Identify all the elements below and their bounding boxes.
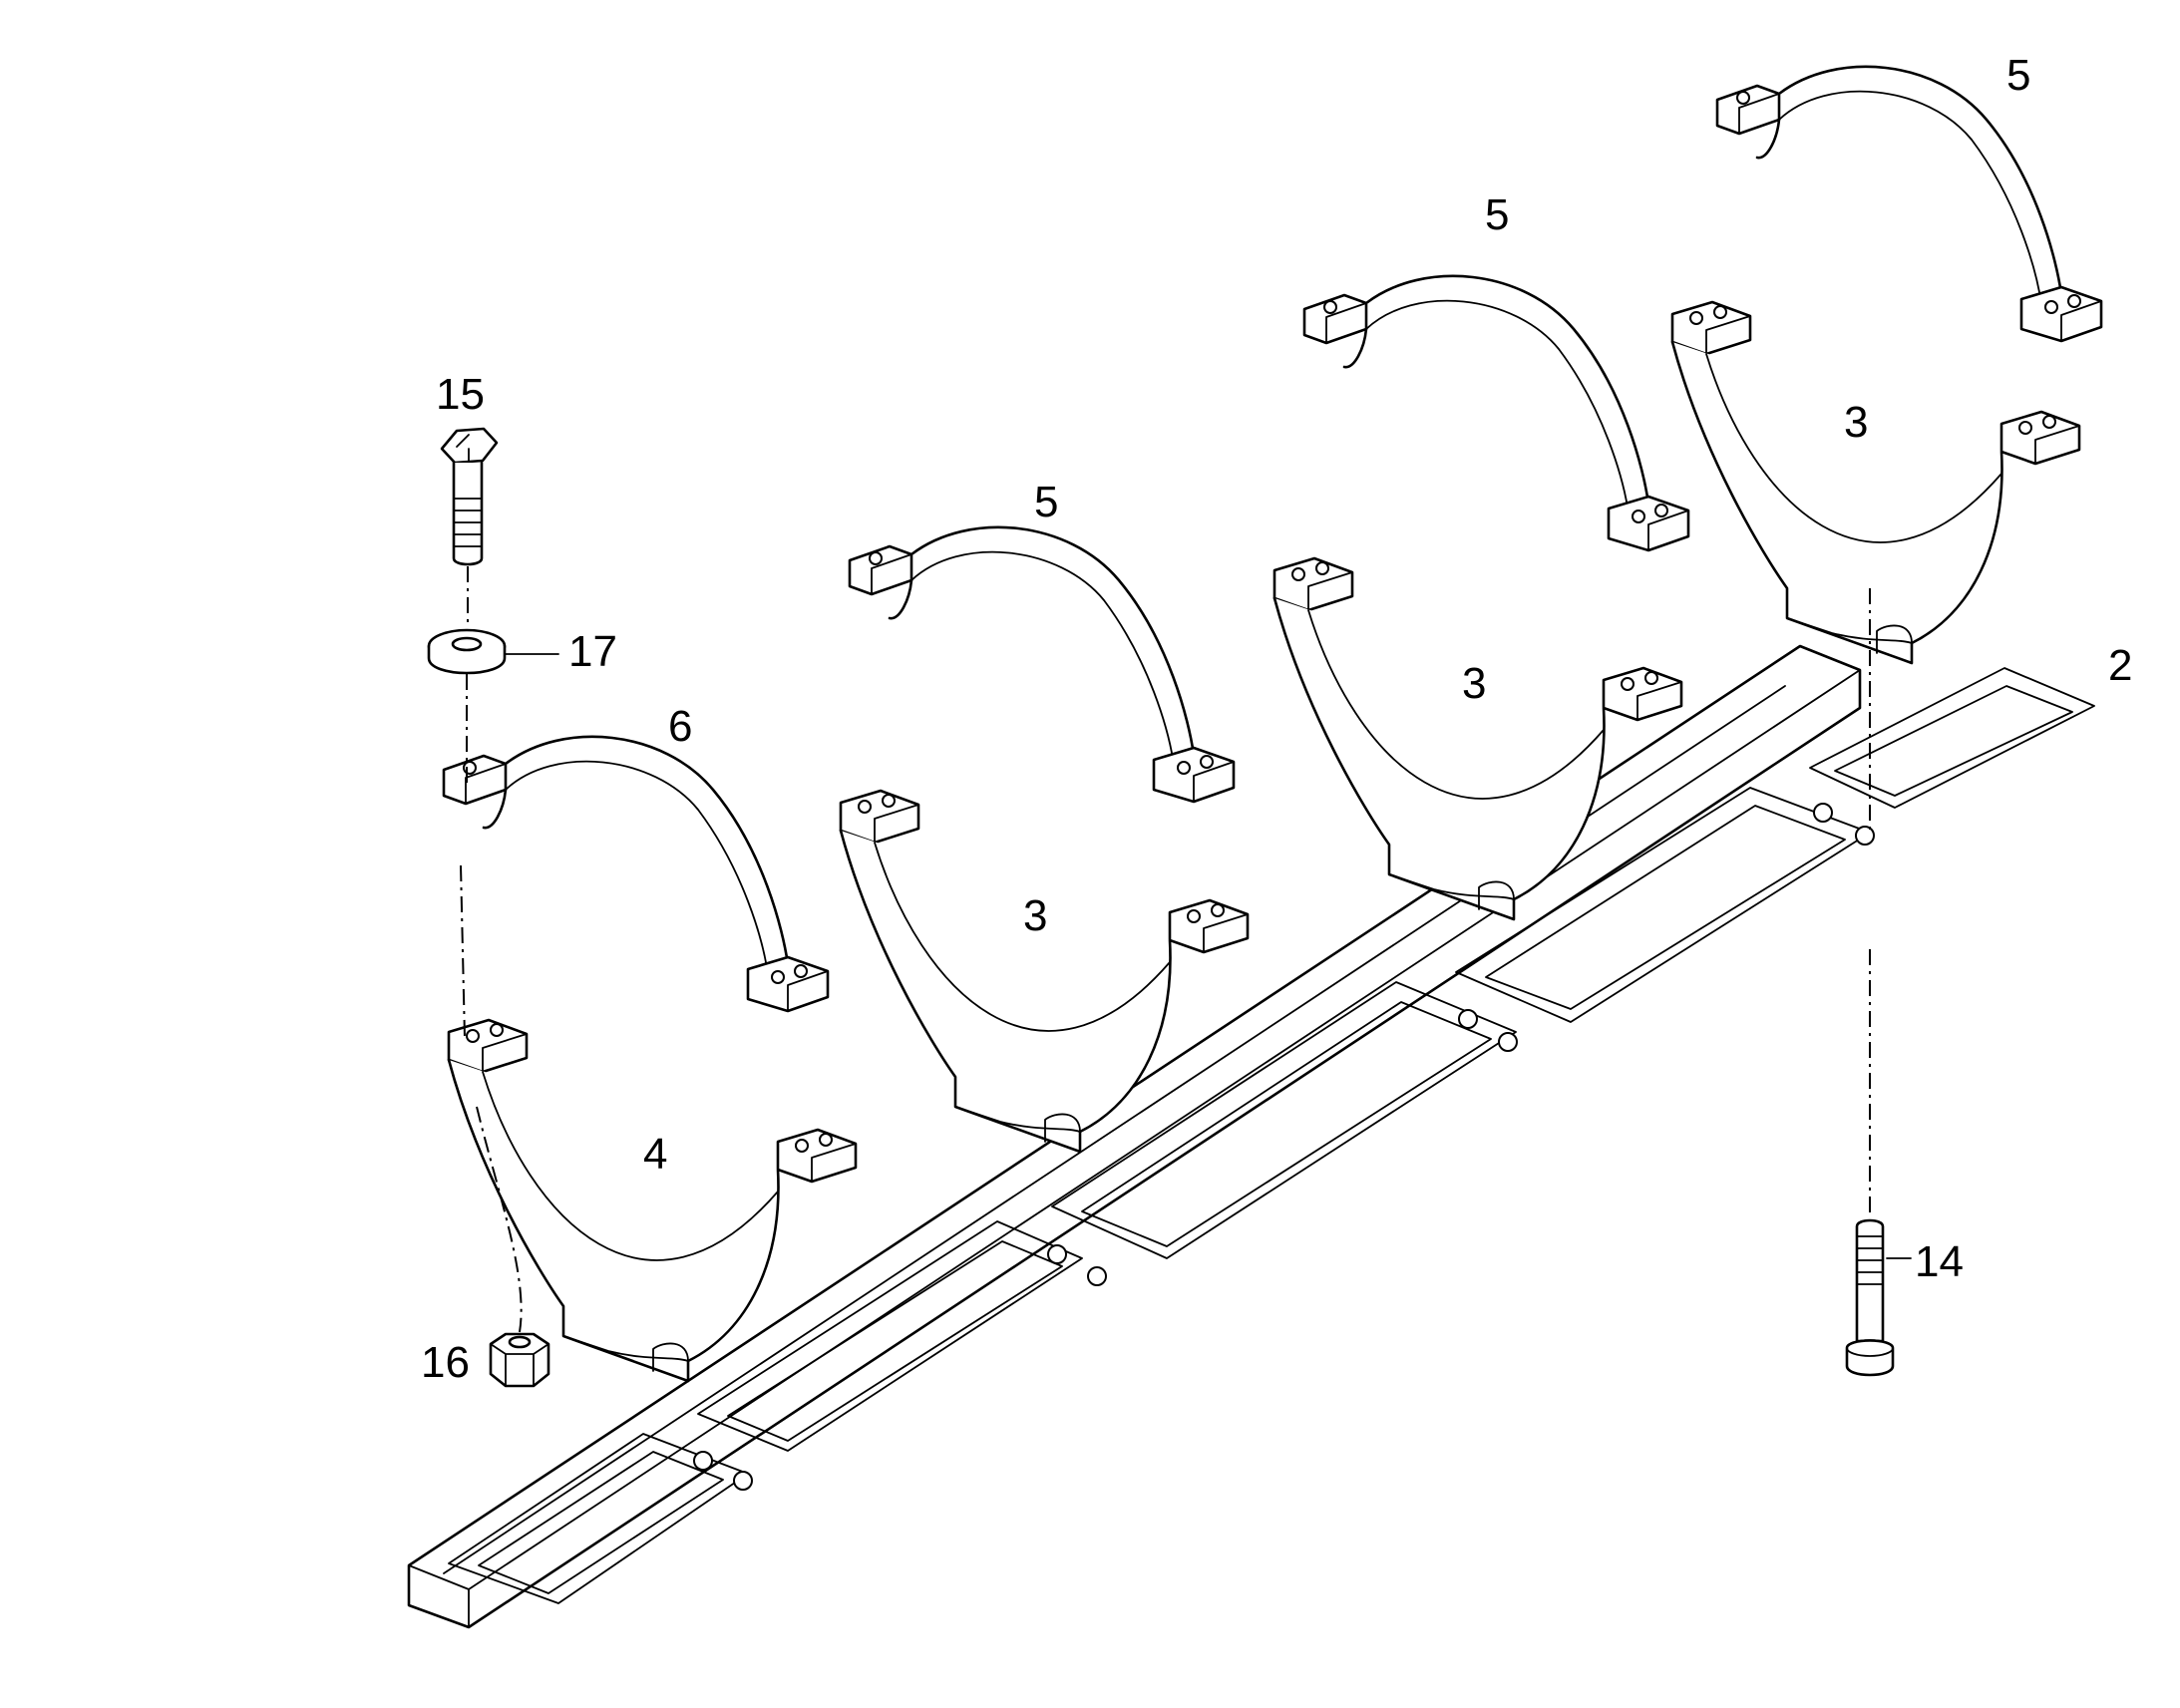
base-window bbox=[1809, 667, 2095, 809]
leader-lines bbox=[504, 653, 1912, 1259]
callout-5a: 5 bbox=[1034, 478, 1058, 526]
callout-6: 6 bbox=[668, 702, 692, 751]
upper-clamp-5 bbox=[848, 525, 1236, 804]
callout-17: 17 bbox=[568, 627, 617, 676]
washer bbox=[427, 628, 507, 675]
upper-clamp-6 bbox=[442, 735, 830, 1013]
hex-nut bbox=[489, 1332, 550, 1388]
callout-5b: 5 bbox=[1485, 190, 1509, 239]
lower-clamp-3 bbox=[1670, 300, 2081, 665]
clamp-pair-1 bbox=[442, 735, 858, 1383]
callout-5c: 5 bbox=[2006, 51, 2030, 100]
callout-16: 16 bbox=[421, 1338, 470, 1387]
assembly-centerlines bbox=[460, 566, 1871, 1333]
callout-2: 2 bbox=[2108, 641, 2132, 690]
callout-14: 14 bbox=[1915, 1237, 1964, 1286]
socket-head-screw bbox=[1845, 1218, 1895, 1377]
callout-15: 15 bbox=[436, 370, 485, 419]
base-window bbox=[1051, 981, 1517, 1259]
base-window bbox=[697, 1220, 1083, 1452]
callout-4: 4 bbox=[643, 1130, 667, 1179]
upper-clamp-5 bbox=[1715, 65, 2103, 343]
upper-clamp-5 bbox=[1302, 274, 1690, 552]
clamp-pair-4 bbox=[1670, 65, 2103, 665]
callout-3b: 3 bbox=[1462, 659, 1486, 708]
callout-3c: 3 bbox=[1844, 398, 1868, 447]
callout-3a: 3 bbox=[1023, 891, 1047, 940]
hex-bolt bbox=[440, 427, 499, 566]
